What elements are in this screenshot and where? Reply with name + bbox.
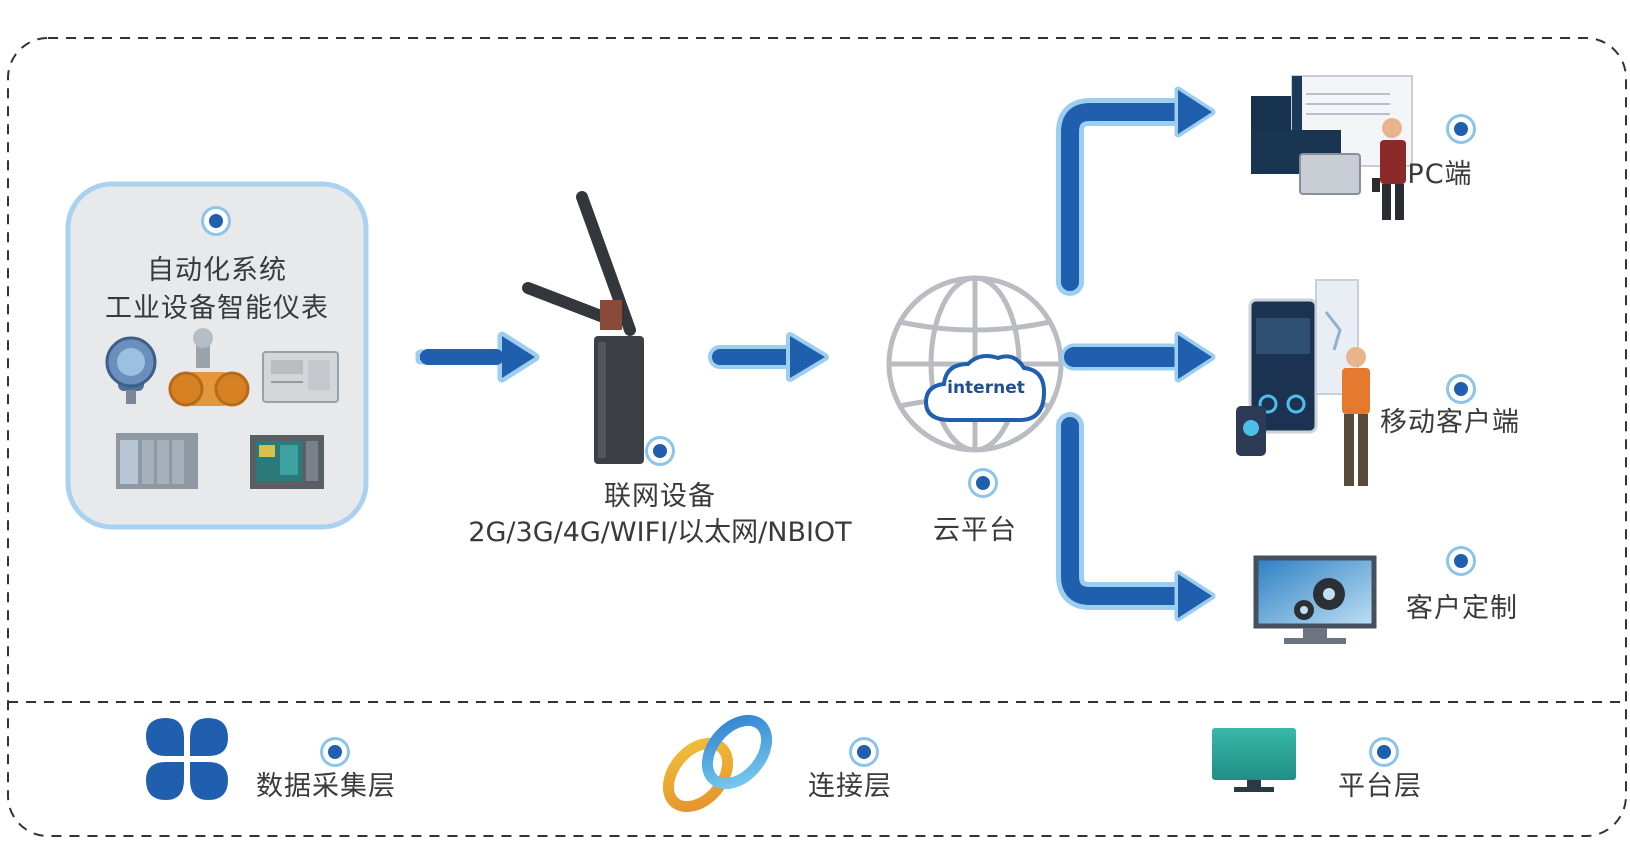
mobile-app-icon [1236, 279, 1359, 456]
cloud-marker [971, 471, 995, 495]
gateway-subtitle: 2G/3G/4G/WIFI/以太网/NBIOT [468, 517, 852, 548]
top-section-frame [7, 37, 1627, 837]
hmi-panel-icon [250, 435, 324, 489]
arrow-gateway-to-cloud [708, 332, 829, 382]
custom-marker [1449, 549, 1473, 573]
gateway-marker [648, 439, 672, 463]
mobile-user-icon [1342, 347, 1370, 486]
mobile-marker [1449, 377, 1473, 401]
arrow-cloud-to-pc [1056, 86, 1216, 296]
source-title-line1: 自动化系统 [147, 255, 287, 286]
custom-monitor-icon [1253, 555, 1377, 644]
arrow-cloud-to-custom [1056, 412, 1216, 622]
layer-platform-marker [1372, 740, 1396, 764]
cloud-icon [923, 354, 1047, 422]
custom-label: 客户定制 [1406, 593, 1518, 624]
flow-meter-icon [168, 328, 250, 407]
gateway-title: 联网设备 [604, 481, 716, 512]
layer-connect-label: 连接层 [808, 771, 892, 802]
platform-screen-icon [1212, 728, 1296, 792]
chain-link-icon [662, 714, 773, 813]
arrow-cloud-to-mobile [1060, 331, 1216, 383]
pressure-transmitter-icon [105, 336, 157, 404]
layer-collect-marker [323, 740, 347, 764]
four-petal-icon [146, 718, 228, 800]
arrow-source-to-gateway [415, 331, 540, 383]
cloud-label: 云平台 [933, 515, 1017, 546]
source-marker [204, 209, 228, 233]
control-box-icon [262, 351, 339, 403]
mobile-label: 移动客户端 [1380, 407, 1520, 438]
4g-gateway-icon [522, 191, 644, 464]
plc-rack-icon [116, 433, 198, 489]
layer-connect-marker [852, 740, 876, 764]
layer-platform-label: 平台层 [1338, 771, 1422, 802]
businessman-icon [1372, 118, 1406, 220]
layer-collect-label: 数据采集层 [256, 771, 396, 802]
pc-marker [1449, 117, 1473, 141]
pc-label: PC端 [1407, 159, 1473, 190]
source-title-line2: 工业设备智能仪表 [105, 293, 329, 324]
internet-badge: internet [947, 378, 1025, 398]
